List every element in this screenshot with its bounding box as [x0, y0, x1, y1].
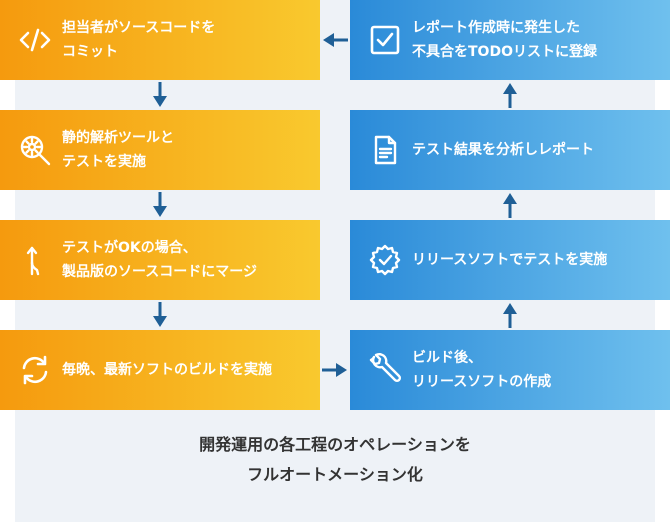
arrow-left-top [323, 33, 348, 47]
step-static-analysis: 静的解析ツールと テストを実施 [0, 110, 320, 190]
step-release-build: ビルド後、 リリースソフトの作成 [350, 330, 670, 410]
arrow-up-1 [503, 83, 517, 108]
arrow-up-3 [503, 303, 517, 328]
step-merge: テストがOKの場合、 製品版のソースコードにマージ [0, 220, 320, 300]
document-icon [367, 132, 403, 168]
arrow-down-2 [153, 192, 167, 217]
step-analyze-report: テスト結果を分析しレポート [350, 110, 670, 190]
wrench-icon [367, 352, 403, 388]
gear-check-icon [367, 242, 403, 278]
step-release-test: リリースソフトでテストを実施 [350, 220, 670, 300]
cycle-icon [17, 352, 53, 388]
step-commit-label: 担当者がソースコードを コミット [62, 20, 216, 60]
step-commit: 担当者がソースコードを コミット [0, 0, 320, 80]
arrow-down-3 [153, 302, 167, 327]
code-icon [17, 22, 53, 58]
step-nightly-build: 毎晩、最新ソフトのビルドを実施 [0, 330, 320, 410]
merge-icon [17, 242, 53, 278]
diagram-caption: 開発運用の各工程のオペレーションを フルオートメーション化 [199, 435, 471, 484]
arrow-right-bottom [322, 363, 347, 377]
step-static-analysis-label: 静的解析ツールと テストを実施 [62, 130, 174, 170]
step-release-build-label: ビルド後、 リリースソフトの作成 [412, 350, 552, 390]
step-register-todo-label: レポート作成時に発生した 不具合をTODOリストに登録 [412, 20, 597, 60]
step-nightly-build-label: 毎晩、最新ソフトのビルドを実施 [62, 362, 272, 378]
arrow-up-2 [503, 193, 517, 218]
checkbox-icon [367, 22, 403, 58]
analysis-icon [17, 132, 53, 168]
step-analyze-report-label: テスト結果を分析しレポート [412, 142, 594, 158]
step-register-todo: レポート作成時に発生した 不具合をTODOリストに登録 [350, 0, 670, 80]
step-merge-label: テストがOKの場合、 製品版のソースコードにマージ [62, 240, 258, 280]
arrow-down-1 [153, 82, 167, 107]
step-release-test-label: リリースソフトでテストを実施 [412, 252, 608, 268]
